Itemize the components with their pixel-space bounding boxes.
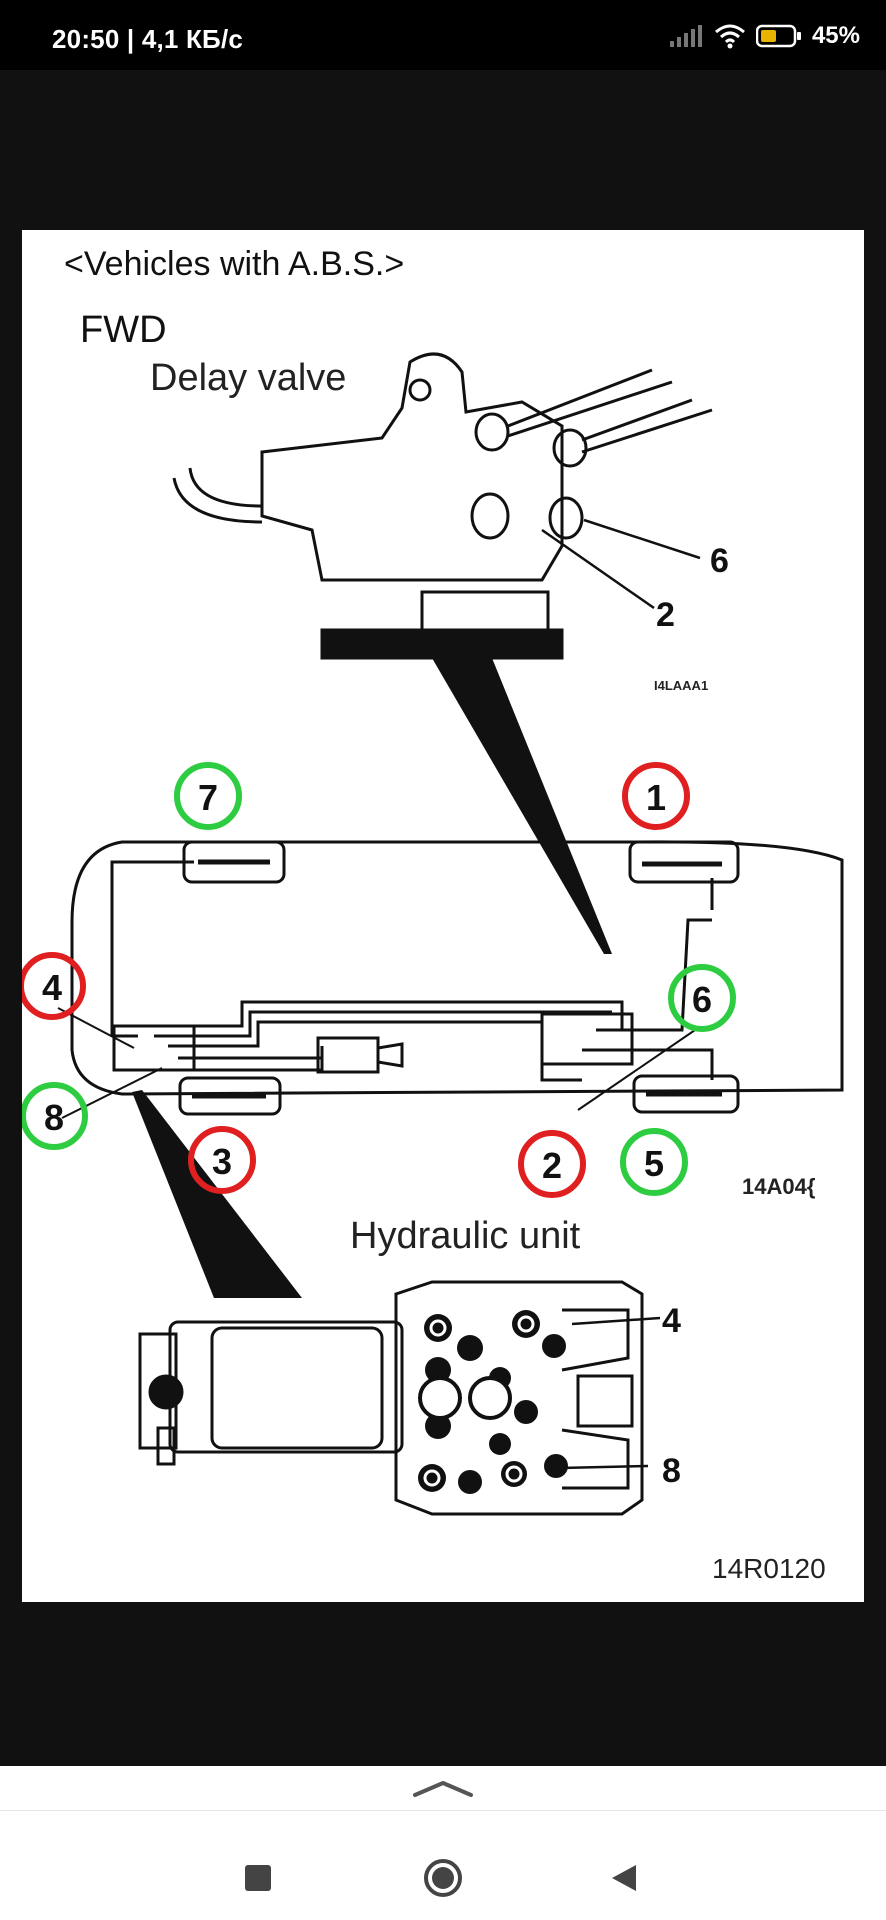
battery-percent: 45%: [811, 22, 860, 49]
delay-valve-callout-2: 2: [656, 596, 675, 634]
code-middle: 14A04{: [742, 1174, 816, 1199]
status-time-speed: 20:50 | 4,1 КБ/с: [52, 24, 244, 54]
pointer-wedge-upper: [432, 658, 612, 954]
hydraulic-unit-label: Hydraulic unit: [350, 1215, 581, 1257]
marker-1-label: 1: [646, 777, 666, 818]
marker-1: 1: [622, 762, 690, 830]
image-viewer[interactable]: <Vehicles with A.B.S.> FWD Delay valve: [0, 70, 886, 1766]
marker-7-ring: [174, 762, 242, 830]
hydraulic-unit-center-ports: [418, 1376, 512, 1420]
marker-7: 7: [174, 762, 242, 830]
abs-brake-line-diagram: <Vehicles with A.B.S.> FWD Delay valve: [22, 245, 844, 1584]
hydraulic-unit-leader-lines: [559, 1316, 661, 1470]
nav-divider: [0, 1810, 886, 1811]
hydraulic-callout-8: 8: [662, 1452, 681, 1490]
signal-icon: [669, 25, 702, 47]
status-bar: 20:50 | 4,1 КБ/с 45%: [0, 0, 886, 70]
swipe-up-handle[interactable]: [403, 1772, 483, 1806]
marker-2-ring: [518, 1130, 586, 1198]
marker-5-label: 5: [644, 1143, 664, 1184]
hydraulic-unit-drawing: [138, 1280, 644, 1516]
marker-4: 4: [22, 952, 86, 1020]
delay-valve-callout-6: 6: [710, 542, 729, 580]
fwd-label: FWD: [80, 309, 167, 351]
marker-3-ring: [188, 1126, 256, 1194]
marker-1-ring: [622, 762, 690, 830]
delay-valve-drawing: [172, 352, 713, 660]
marker-6-label: 6: [692, 979, 712, 1020]
marker-8-label: 8: [44, 1097, 64, 1138]
pointer-wedge-lower: [132, 1090, 302, 1298]
marker-2-label: 2: [542, 1145, 562, 1186]
home-circle-icon: [424, 1859, 462, 1897]
wifi-icon: [714, 24, 745, 49]
diagram-heading: <Vehicles with A.B.S.>: [64, 245, 404, 283]
marker-4-label: 4: [42, 967, 62, 1008]
navigation-bar: [0, 1766, 886, 1920]
marker-6: 6: [668, 964, 736, 1032]
hydraulic-unit-ports: [418, 1310, 568, 1494]
recent-apps-button[interactable]: [228, 1848, 288, 1908]
marker-4-ring: [22, 952, 86, 1020]
back-triangle-icon: [612, 1865, 636, 1891]
diagram-image[interactable]: <Vehicles with A.B.S.> FWD Delay valve: [22, 230, 864, 1602]
hydraulic-unit-rings: [423, 1315, 535, 1487]
code-bottom: 14R0120: [712, 1553, 826, 1584]
chevron-up-icon: [413, 1781, 473, 1797]
battery-icon: [755, 24, 801, 48]
marker-5: 5: [620, 1128, 688, 1196]
code-top-small: I4LAAA1: [654, 678, 708, 693]
square-icon: [245, 1865, 271, 1891]
home-button[interactable]: [411, 1846, 475, 1910]
delay-valve-label: Delay valve: [150, 357, 346, 399]
marker-6-ring: [668, 964, 736, 1032]
back-button[interactable]: [594, 1848, 654, 1908]
hydraulic-callout-4: 4: [662, 1302, 681, 1340]
marker-5-ring: [620, 1128, 688, 1196]
vehicle-outline: [57, 840, 844, 1119]
marker-8-ring: [22, 1082, 88, 1150]
marker-3: 3: [188, 1126, 256, 1194]
marker-2: 2: [518, 1130, 586, 1198]
marker-3-label: 3: [212, 1141, 232, 1182]
marker-8: 8: [22, 1082, 88, 1150]
status-icons: 45%: [669, 16, 860, 56]
marker-7-label: 7: [198, 777, 218, 818]
